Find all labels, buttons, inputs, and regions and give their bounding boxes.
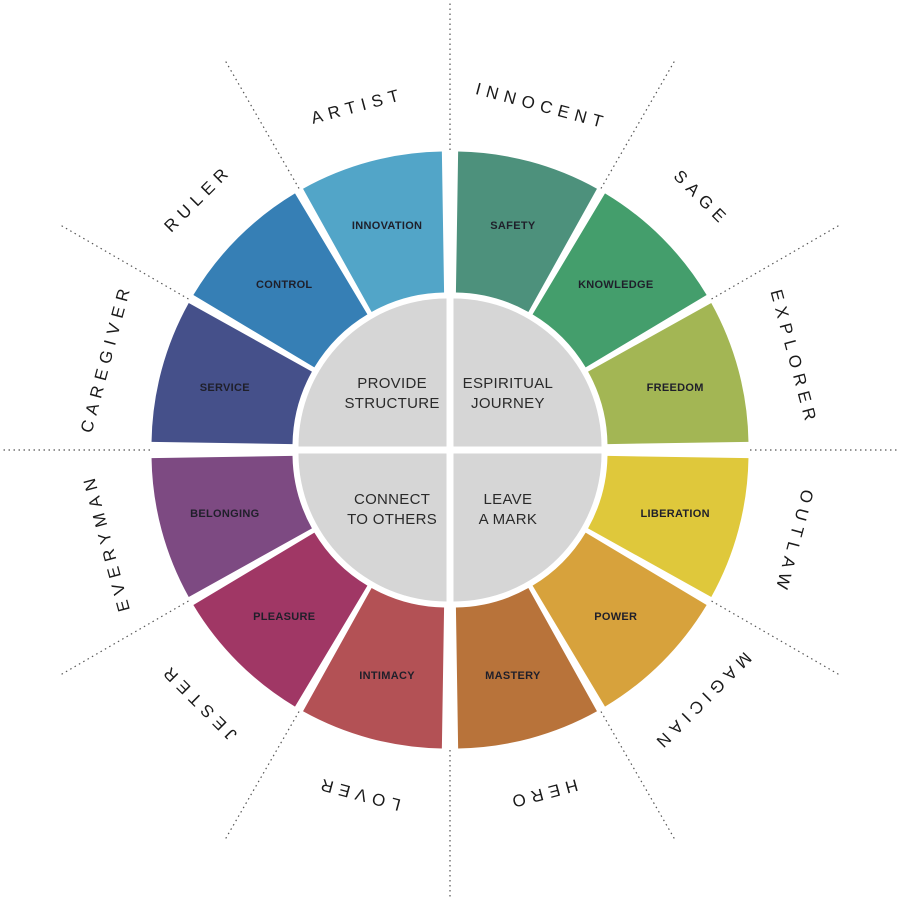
segment-label: SERVICE [200, 382, 250, 394]
core-label: STRUCTURE [344, 395, 439, 412]
archetype-innocent: INNOCENT [474, 79, 611, 133]
archetype-labels: CAREGIVER RULER ARTIST INNOCENT SAGE EXPLORER… [77, 79, 821, 814]
segment-label: FREEDOM [647, 382, 704, 394]
core-provide-structure [298, 298, 447, 447]
segment-control [193, 193, 368, 368]
segment-label: LIBERATION [640, 508, 709, 520]
segment-service [151, 303, 312, 445]
core-espiritual-journey [453, 298, 602, 447]
segment-label: KNOWLEDGE [578, 279, 653, 291]
segment-power [532, 532, 707, 707]
segment-label: SAFETY [490, 220, 536, 232]
segment-label: MASTERY [485, 670, 541, 682]
archetype-hero: HERO [504, 775, 580, 812]
archetype-magician: MAGICIAN [648, 648, 755, 755]
segment-label: POWER [594, 611, 637, 623]
archetype-caregiver: CAREGIVER [77, 281, 135, 435]
archetype-lover: LOVER [313, 773, 403, 814]
archetype-everyman: EVERYMAN [78, 471, 133, 614]
divider-line [58, 223, 189, 300]
core-label: A MARK [479, 511, 537, 528]
segment-label: BELONGING [190, 508, 259, 520]
segment-belonging [151, 455, 312, 597]
archetype-sage: SAGE [670, 166, 734, 230]
archetype-artist: ARTIST [309, 84, 407, 127]
segment-pleasure [193, 532, 368, 707]
core-label: LEAVE [484, 491, 533, 508]
archetype-jester: JESTER [156, 659, 241, 744]
divider-line [223, 58, 300, 189]
divider-line [711, 600, 842, 677]
core-quadrants: PROVIDE STRUCTURE ESPIRITUAL JOURNEY LEAVE A … [298, 298, 602, 602]
segment-freedom [588, 303, 749, 445]
divider-line [600, 711, 677, 842]
divider-line [600, 58, 677, 189]
divider-line [711, 223, 842, 300]
core-leave-a-mark [453, 453, 602, 602]
segment-ring: SERVICE CONTROL INNOVATION SAFETY KNOWLEDGE F… [151, 151, 749, 749]
segment-innovation [303, 151, 445, 312]
core-connect-to-others [298, 453, 447, 602]
segment-mastery [455, 588, 597, 749]
segment-safety [455, 151, 597, 312]
segment-label: CONTROL [256, 279, 312, 291]
segment-label: PLEASURE [253, 611, 315, 623]
segment-intimacy [303, 588, 445, 749]
segment-label: INNOVATION [352, 220, 422, 232]
segment-liberation [588, 455, 749, 597]
core-label: ESPIRITUAL [463, 375, 554, 392]
archetype-outlaw: OUTLAW [771, 487, 817, 596]
segment-label: INTIMACY [359, 670, 415, 682]
core-label: TO OTHERS [347, 511, 437, 528]
archetype-ruler: RULER [161, 161, 236, 236]
core-label: PROVIDE [357, 375, 427, 392]
segment-knowledge [532, 193, 707, 368]
core-label: JOURNEY [471, 395, 545, 412]
archetype-explorer: EXPLORER [767, 287, 822, 428]
core-label: CONNECT [354, 491, 430, 508]
divider-line [58, 600, 189, 677]
divider-line [223, 711, 300, 842]
